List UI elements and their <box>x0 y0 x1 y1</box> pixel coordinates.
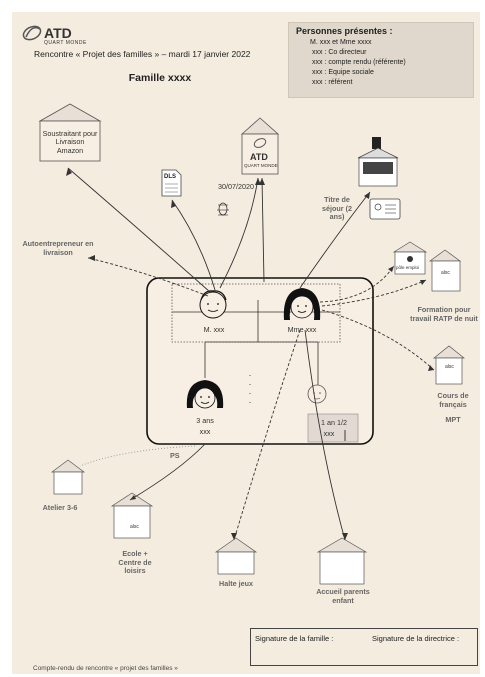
signature-box <box>250 628 478 666</box>
atd-date: 30/07/2020 <box>218 182 254 191</box>
mother-label: Mme xxx <box>287 325 317 334</box>
halte-house <box>214 537 258 575</box>
prefecture-building <box>357 137 399 187</box>
child2-age: 1 an 1/2 <box>321 418 347 427</box>
people-line: xxx : référent <box>312 79 353 86</box>
formation-house <box>428 249 462 292</box>
signature-director[interactable]: Signature de la directrice : <box>372 634 460 643</box>
connections <box>67 167 435 541</box>
child1-face-icon <box>186 380 224 409</box>
child2-box <box>307 413 359 443</box>
ecole-label: Ecole + Centre de loisirs <box>118 549 152 576</box>
atd-building <box>240 117 280 175</box>
logo-subtitle: QUART MONDE <box>44 40 87 46</box>
people-line: xxx : Co directeur <box>312 49 367 56</box>
titre-sejour-label: Titre de séjour (2 ans) <box>322 195 352 222</box>
child2-name: xxx <box>323 429 335 438</box>
dls-document-icon <box>161 169 182 197</box>
child1-age: 3 ans <box>196 416 214 425</box>
mother-face-icon <box>283 288 321 320</box>
soustraitant-label: Soustraitant pour Livraison Amazon <box>42 129 98 155</box>
atd-building-sub: QUART MONDE <box>244 163 278 168</box>
cours-label: Cours de français <box>437 391 469 409</box>
halte-label: Halte jeux <box>219 579 253 588</box>
father-label: M. xxx <box>203 325 225 334</box>
people-line: M. xxx et Mme xxxx <box>310 39 372 46</box>
people-present-title: Personnes présentes : <box>296 26 393 36</box>
dls-label: DLS <box>164 174 176 180</box>
formation-label: Formation pour travail RATP de nuit <box>410 305 478 323</box>
footer-text: Compte-rendu de rencontre « projet des f… <box>33 665 178 672</box>
cours-house <box>433 345 465 385</box>
id-card-icon <box>369 198 401 220</box>
family-title: Famille xxxx <box>128 72 192 84</box>
pole-emploi-building <box>392 241 428 275</box>
child2-face-icon <box>307 384 327 404</box>
accueil-house <box>316 537 368 585</box>
arrowheads <box>66 168 434 540</box>
ps-label: PS <box>170 451 180 460</box>
meeting-line: Rencontre « Projet des familles » – mard… <box>34 49 251 59</box>
people-line: xxx : compte rendu (référente) <box>312 59 406 66</box>
father-face-icon <box>199 290 227 319</box>
autoentrepreneur-label: Autoentrepreneur en livraison <box>22 239 94 257</box>
child1-name: xxx <box>199 427 211 436</box>
pole-emploi-label: pôle emploi <box>396 265 420 270</box>
accueil-label: Accueil parents enfant <box>316 587 370 605</box>
people-present-box <box>288 22 474 98</box>
bug-icon <box>217 202 229 216</box>
people-line: xxx : Equipe sociale <box>312 69 374 76</box>
atd-building-name: ATD <box>250 152 268 162</box>
prefecture-text: PRÉFECTURE <box>361 176 385 180</box>
atd-logo-icon <box>22 25 42 41</box>
cours-sub: MPT <box>445 415 461 424</box>
atelier-label: Atelier 3-6 <box>42 503 78 512</box>
soustraitant-house <box>38 103 102 162</box>
ecole-alsc: alsc <box>130 524 139 530</box>
logo-name: ATD <box>44 25 72 41</box>
signature-family[interactable]: Signature de la famille : <box>255 634 334 643</box>
atelier-house <box>50 459 86 495</box>
ecole-house <box>110 492 154 539</box>
cours-alsc: alsc <box>445 364 454 370</box>
formation-alsc: alsc <box>441 270 450 276</box>
